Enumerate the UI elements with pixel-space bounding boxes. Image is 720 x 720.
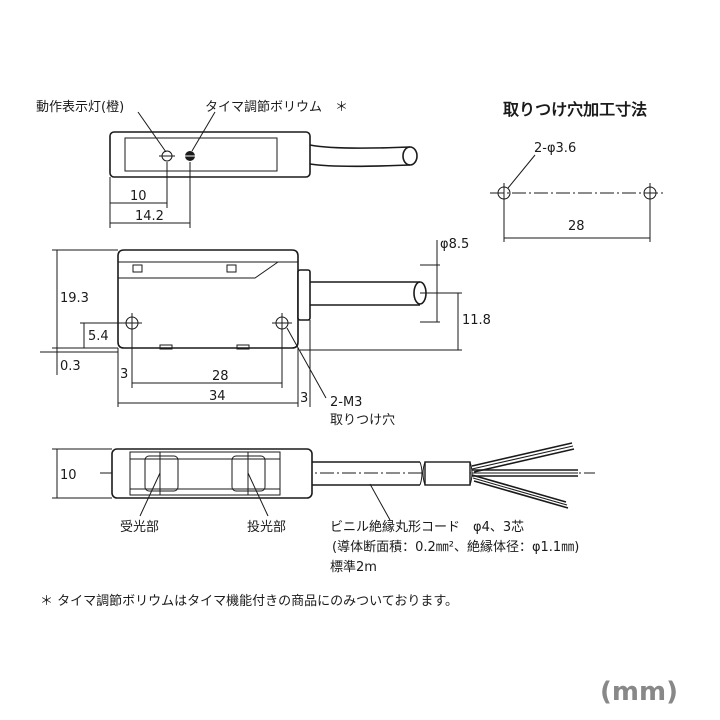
dim-34: 34 — [209, 389, 226, 404]
dim-0-3: 0.3 — [60, 359, 81, 374]
dim-5-4: 5.4 — [88, 329, 109, 344]
emitter-label: 投光部 — [247, 519, 286, 535]
dim-19-3: 19.3 — [60, 291, 89, 306]
mounting-holes-title: 取りつけ穴加工寸法 — [503, 100, 647, 119]
cable-spec-line1: ビニル絶縁丸形コード φ4、3芯 — [330, 519, 524, 535]
cable-spec-line3: 標準2m — [330, 559, 377, 575]
thread-note-label: 取りつけ穴 — [330, 413, 395, 428]
thread-spec-label: 2-M3 — [330, 395, 362, 410]
top-view — [109, 111, 418, 228]
dim-11-8: 11.8 — [462, 313, 491, 328]
unit-label: (mm) — [600, 677, 678, 707]
dim-10-top: 10 — [130, 189, 147, 204]
mounting-hole-view — [490, 154, 665, 242]
dim-28-holes: 28 — [568, 219, 585, 234]
dim-3-left: 3 — [120, 367, 128, 382]
dim-10-bottom: 10 — [60, 468, 77, 483]
dim-28-side: 28 — [212, 369, 229, 384]
footnote: ＊ タイマ調節ボリウムはタイマ機能付きの商品にのみついております。 — [40, 594, 458, 609]
dim-3-right: 3 — [300, 391, 308, 406]
cable-spec-line2: (導体断面積：0.2㎜²、絶縁体径：φ1.1㎜) — [332, 539, 579, 555]
dim-phi-8-5: φ8.5 — [440, 237, 469, 252]
dim-14-2: 14.2 — [135, 209, 164, 224]
indicator-label: 動作表示灯(橙) — [36, 100, 124, 115]
front-view — [52, 442, 595, 521]
receiver-label: 受光部 — [120, 520, 159, 535]
side-view — [40, 240, 462, 407]
timer-pot-label: タイマ調節ボリウム ＊ — [205, 100, 348, 115]
hole-spec-label: 2-φ3.6 — [534, 141, 576, 156]
